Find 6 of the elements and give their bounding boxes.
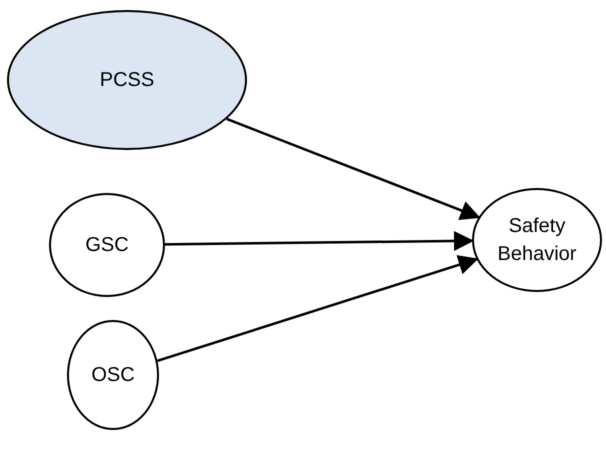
arrow xyxy=(164,230,474,251)
node-label: OSC xyxy=(90,363,136,388)
node-label: PCSS xyxy=(98,68,156,93)
arrow xyxy=(226,118,480,220)
node-label: Safety Behavior xyxy=(496,214,578,267)
node-label: GSC xyxy=(84,233,130,258)
